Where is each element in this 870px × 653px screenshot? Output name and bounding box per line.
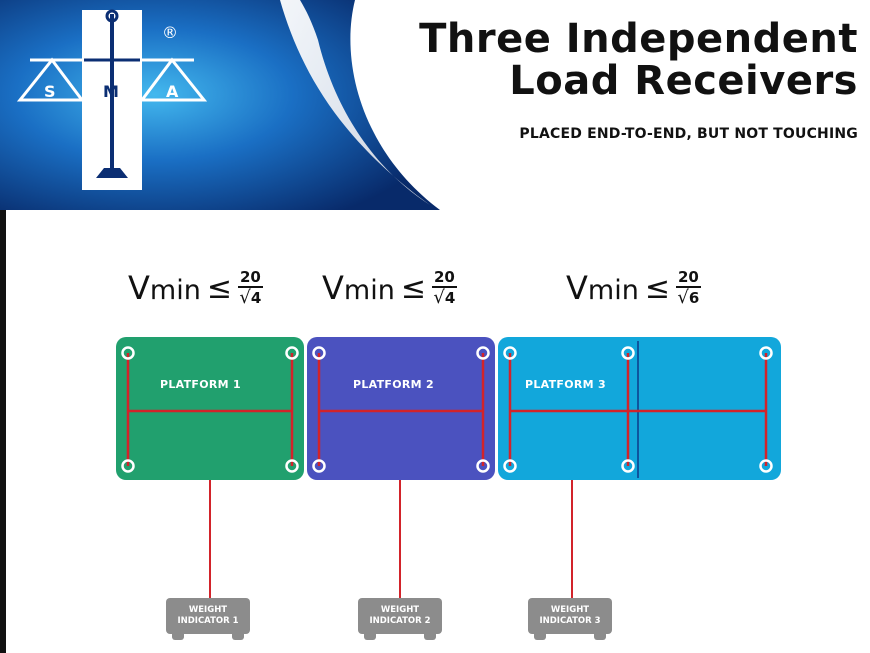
- indicator-1-line2: INDICATOR 1: [177, 616, 239, 626]
- logo-letter-m: M: [103, 82, 119, 101]
- indicator-3-line2: INDICATOR 3: [539, 616, 601, 626]
- weight-indicator-1: WEIGHT INDICATOR 1: [166, 598, 250, 640]
- formula-1: Vmin ≤ 20 √4: [128, 258, 263, 318]
- formula-op: ≤: [206, 270, 232, 306]
- platform-3: [498, 337, 781, 480]
- formula-var: Vmin: [566, 269, 639, 307]
- formula-2: Vmin ≤ 20 √4: [322, 258, 457, 318]
- platform-1-load-cells: [121, 346, 299, 473]
- platform-1-wiring: [126, 353, 294, 466]
- indicator-2-line2: INDICATOR 2: [369, 616, 431, 626]
- platform-1: [116, 337, 304, 480]
- formula-op: ≤: [644, 270, 670, 306]
- title-line-1: Three Independent: [419, 16, 858, 62]
- formula-op: ≤: [400, 270, 426, 306]
- platform-2-load-cells: [312, 346, 490, 473]
- title-line-2: Load Receivers: [509, 58, 858, 104]
- sma-logo: [16, 9, 208, 190]
- platform-2-label: PLATFORM 2: [353, 378, 434, 391]
- platform-2-wiring: [317, 353, 485, 466]
- formula-3: Vmin ≤ 20 √6: [566, 258, 701, 318]
- platform-3-load-cells: [503, 346, 773, 473]
- header-banner: S M A ®: [0, 0, 440, 210]
- platform-3-label: PLATFORM 3: [525, 378, 606, 391]
- formula-fraction: 20 √4: [431, 268, 457, 308]
- registered-mark: ®: [162, 23, 178, 42]
- platform-2: [307, 337, 495, 480]
- formula-fraction: 20 √6: [675, 268, 701, 308]
- formula-var: Vmin: [128, 269, 201, 307]
- page-subtitle: PLACED END-TO-END, BUT NOT TOUCHING: [519, 126, 858, 142]
- page-title: Three Independent Load Receivers: [419, 18, 858, 102]
- page-curl: [280, 0, 430, 205]
- logo-letter-s: S: [44, 82, 56, 101]
- indicator-3-line1: WEIGHT: [550, 605, 590, 615]
- weight-indicator-3: WEIGHT INDICATOR 3: [528, 598, 612, 640]
- indicator-2-line1: WEIGHT: [380, 605, 420, 615]
- formula-var: Vmin: [322, 269, 395, 307]
- platform-1-label: PLATFORM 1: [160, 378, 241, 391]
- logo-letter-a: A: [166, 82, 179, 101]
- left-frame-border: [0, 0, 6, 653]
- formula-fraction: 20 √4: [237, 268, 263, 308]
- indicator-1-line1: WEIGHT: [188, 605, 228, 615]
- platform-3-wiring: [508, 353, 768, 466]
- weight-indicator-2: WEIGHT INDICATOR 2: [358, 598, 442, 640]
